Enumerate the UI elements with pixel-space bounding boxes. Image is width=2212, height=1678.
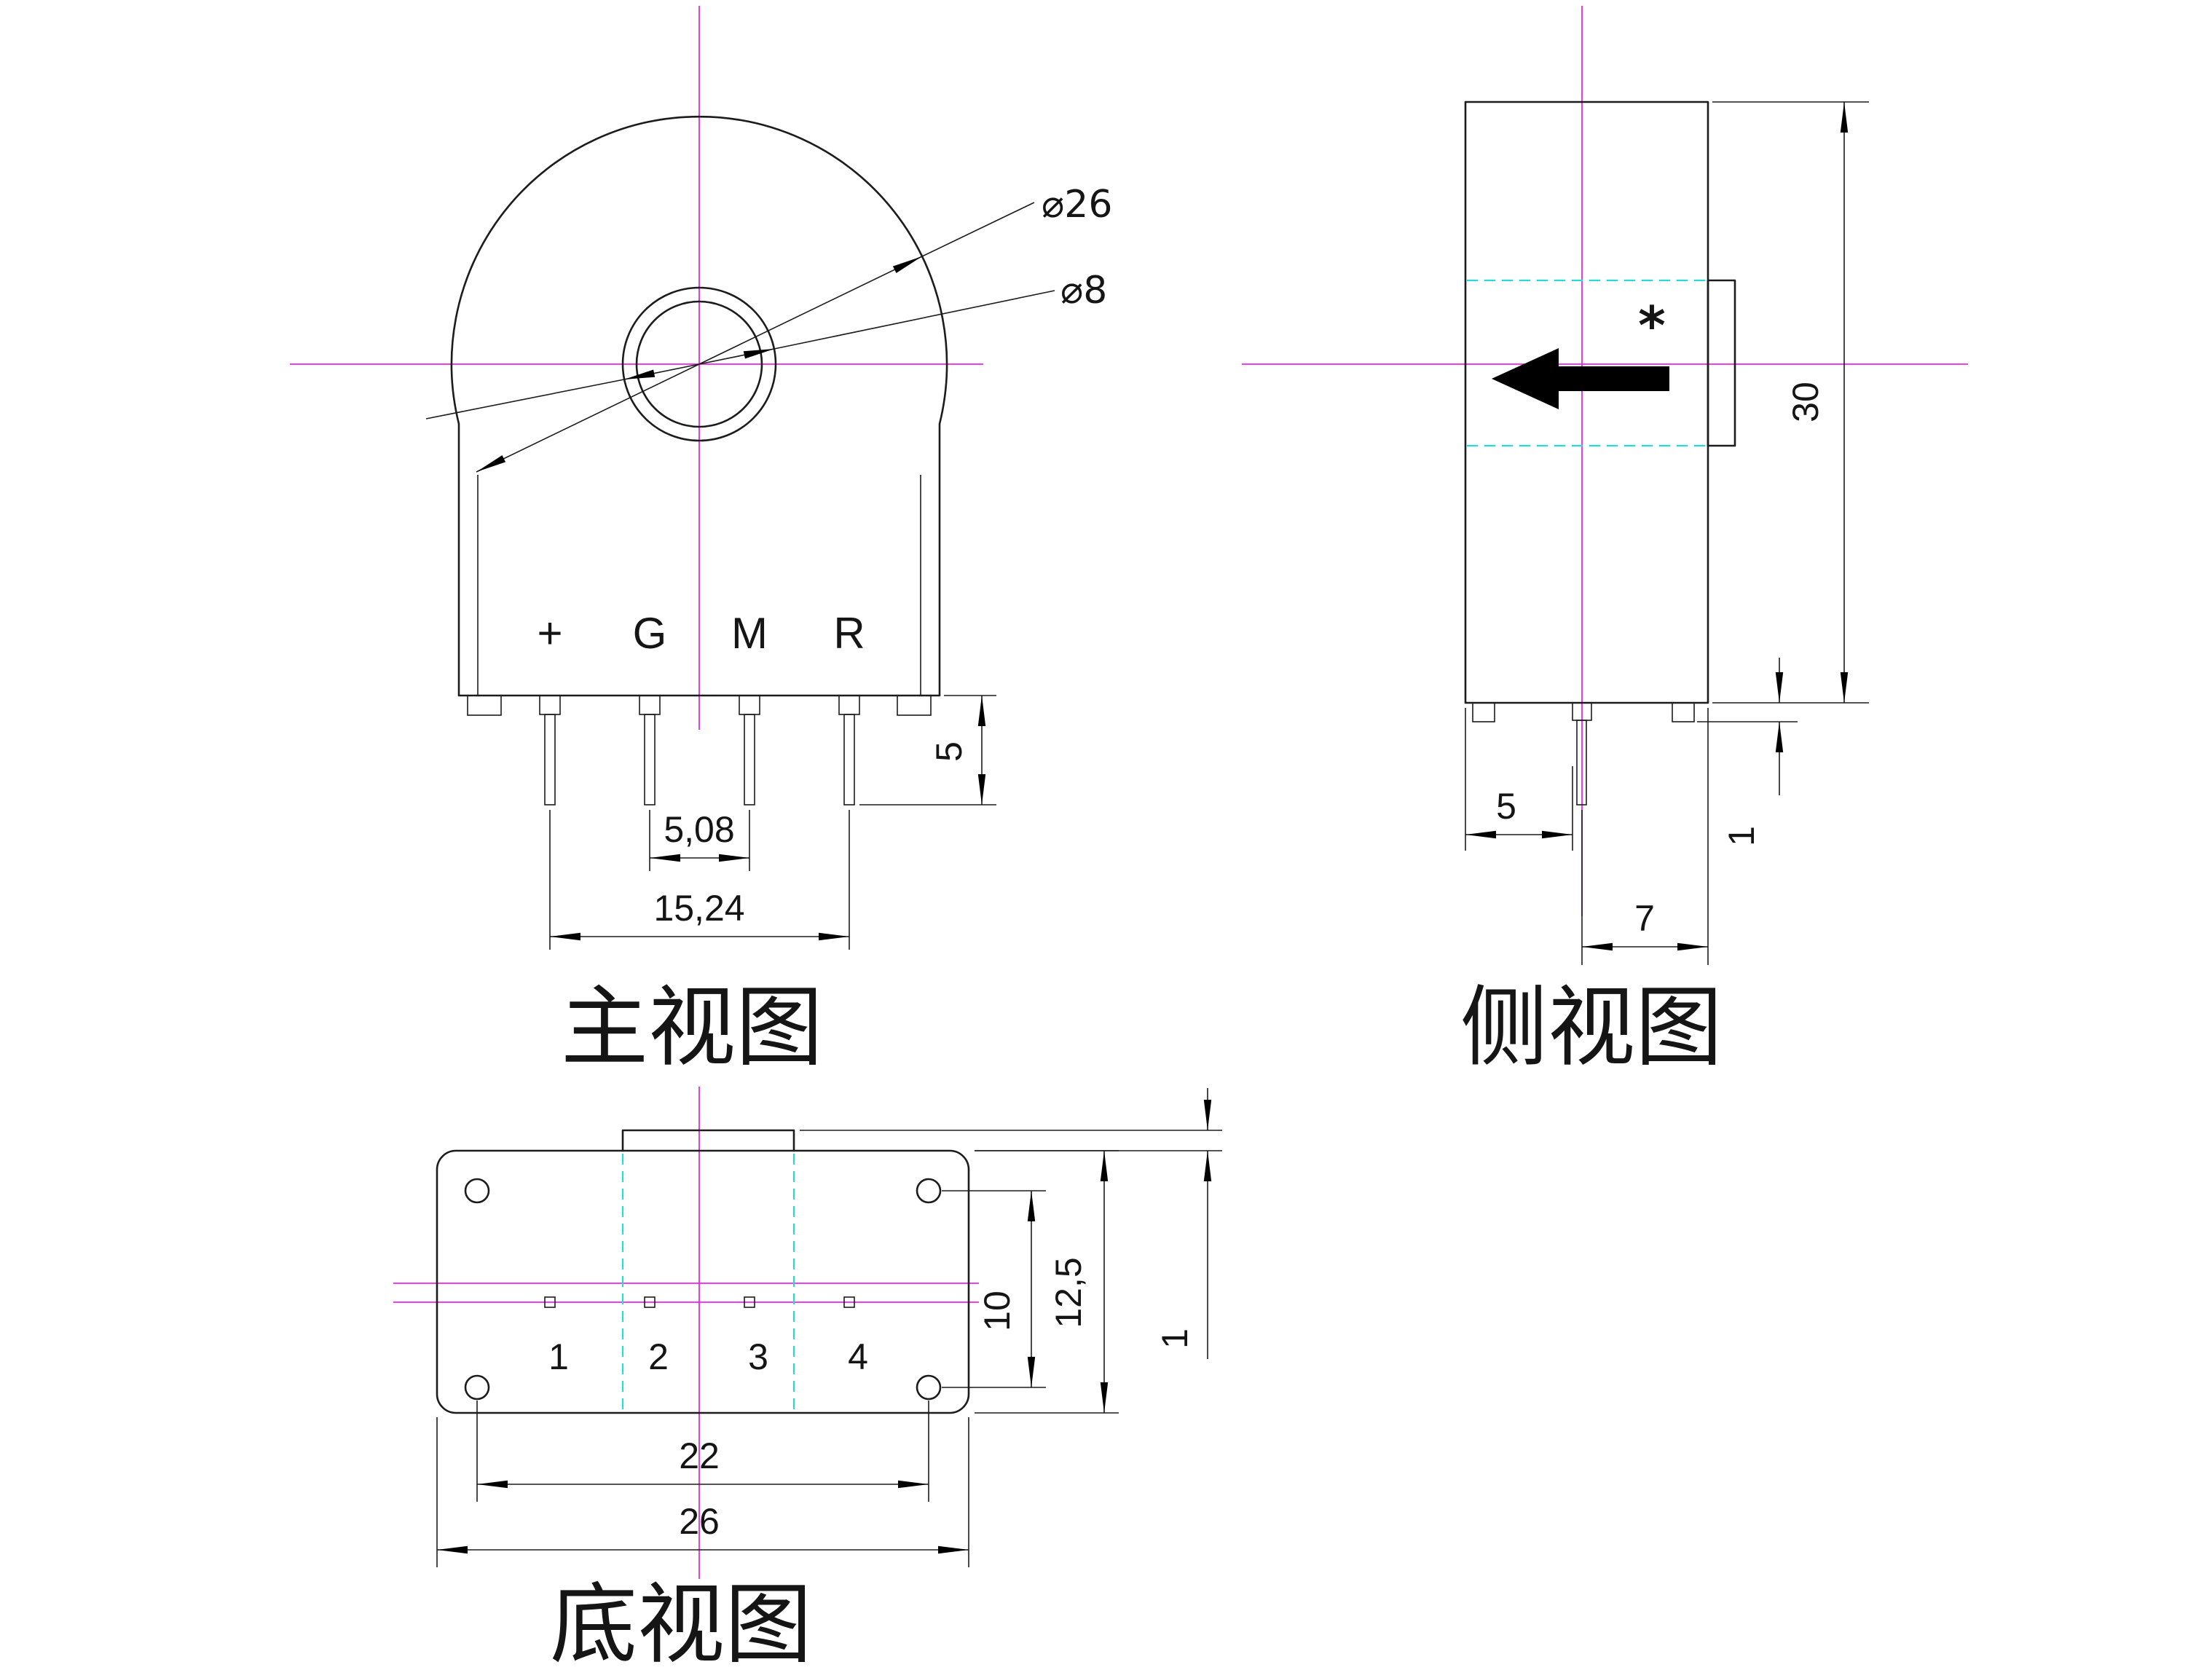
bottom-body-outline: [436, 1149, 970, 1414]
dim-hole-column-pitch: 22: [476, 1401, 929, 1502]
pin-pad: [644, 1296, 656, 1308]
side-view-title: 侧视图: [1460, 977, 1723, 1079]
center-hole-inner-circle: [635, 300, 763, 428]
pin-label-m: M: [731, 609, 768, 658]
bottom-view: 1 2 3 4 10 12,5 1: [393, 1087, 1222, 1676]
pin-number-1: 1: [548, 1336, 569, 1377]
pin-label-plus: +: [537, 609, 562, 658]
pin-number-4: 4: [848, 1336, 868, 1377]
mounting-hole: [916, 1178, 942, 1204]
side-view: * 30 1 5: [1242, 6, 1968, 1079]
bottom-pin-numbers: 1 2 3 4: [548, 1336, 868, 1377]
side-foot-right: [1672, 702, 1695, 722]
leader-tail: [774, 290, 1055, 350]
front-pins: [539, 695, 860, 805]
dim-inner-diameter: ⌀8: [425, 269, 1107, 420]
body-length-text: 26: [679, 1501, 720, 1542]
dim-pin-pitch: 5,08: [649, 809, 750, 871]
front-pin-labels: + G M R: [537, 609, 865, 658]
inner-diameter-text: ⌀8: [1060, 269, 1107, 312]
front-foot-left: [467, 695, 502, 716]
pin-number-3: 3: [748, 1336, 768, 1377]
bottom-pin-pads: [544, 1296, 855, 1308]
pin-lead: [544, 714, 556, 805]
dim-pin-to-back: 7: [1581, 708, 1709, 965]
pin-label-g: G: [633, 609, 667, 658]
leader-line: [623, 363, 700, 380]
tab-height-text: 1: [1154, 1328, 1195, 1349]
front-foot-right: [897, 695, 932, 716]
dim-body-length: 26: [436, 1417, 969, 1567]
pin-base: [539, 695, 561, 715]
hole-row-pitch-text: 10: [977, 1291, 1018, 1331]
bottom-tab: [621, 1129, 795, 1152]
pin-lead: [843, 714, 855, 805]
leader-tail: [921, 202, 1035, 257]
pin-row-span-text: 15,24: [653, 888, 744, 929]
side-pin-lead: [1576, 720, 1587, 805]
leader-line: [698, 348, 775, 365]
pin-to-front-text: 5: [1496, 786, 1516, 827]
dim-body-depth: 12,5: [975, 1150, 1119, 1414]
outer-diameter-text: ⌀26: [1042, 183, 1112, 227]
current-direction-arrow: [1492, 348, 1669, 409]
bottom-view-title: 底视图: [550, 1575, 812, 1676]
center-hole-outer-circle: [621, 286, 777, 442]
pin-pad: [744, 1296, 755, 1308]
pin-pitch-text: 5,08: [664, 809, 734, 850]
dim-standoff-height: 1: [1697, 658, 1798, 846]
mounting-hole: [464, 1374, 490, 1401]
pin-to-back-text: 7: [1634, 898, 1655, 939]
front-view: + G M R ⌀26 ⌀8 5: [290, 6, 1112, 1079]
body-depth-text: 12,5: [1048, 1257, 1089, 1328]
pin-pad: [843, 1296, 855, 1308]
dim-pin-length: 5: [859, 695, 996, 805]
pin-label-r: R: [833, 609, 865, 658]
marking-star: *: [1638, 295, 1666, 356]
leader-tail: [425, 379, 625, 420]
pin-length-text: 5: [929, 741, 969, 762]
pin-lead: [744, 714, 755, 805]
mounting-hole: [464, 1178, 490, 1204]
leader-line: [698, 256, 923, 365]
standoff-height-text: 1: [1721, 826, 1762, 846]
side-body-outline: [1464, 101, 1709, 704]
side-foot-left: [1472, 702, 1495, 722]
pin-lead: [644, 714, 656, 805]
side-tab: [1707, 279, 1736, 447]
dim-outer-diameter: ⌀26: [476, 183, 1112, 473]
dim-tab-height: 1: [800, 1088, 1222, 1359]
body-height-text: 30: [1785, 382, 1826, 422]
dim-body-height: 30: [1712, 101, 1869, 704]
dim-hole-row-pitch: 10: [942, 1190, 1046, 1388]
leader-line: [476, 363, 700, 473]
front-body-outline: [450, 115, 948, 697]
pin-base: [639, 695, 661, 715]
mounting-hole: [916, 1374, 942, 1401]
dim-pin-to-front: 5: [1465, 708, 1573, 851]
pin-number-2: 2: [648, 1336, 669, 1377]
front-view-title: 主视图: [561, 977, 823, 1079]
hole-column-pitch-text: 22: [679, 1435, 720, 1476]
dim-pin-row-span: 15,24: [549, 810, 850, 950]
pin-base: [838, 695, 860, 715]
pin-pad: [544, 1296, 556, 1308]
pin-base: [739, 695, 760, 715]
